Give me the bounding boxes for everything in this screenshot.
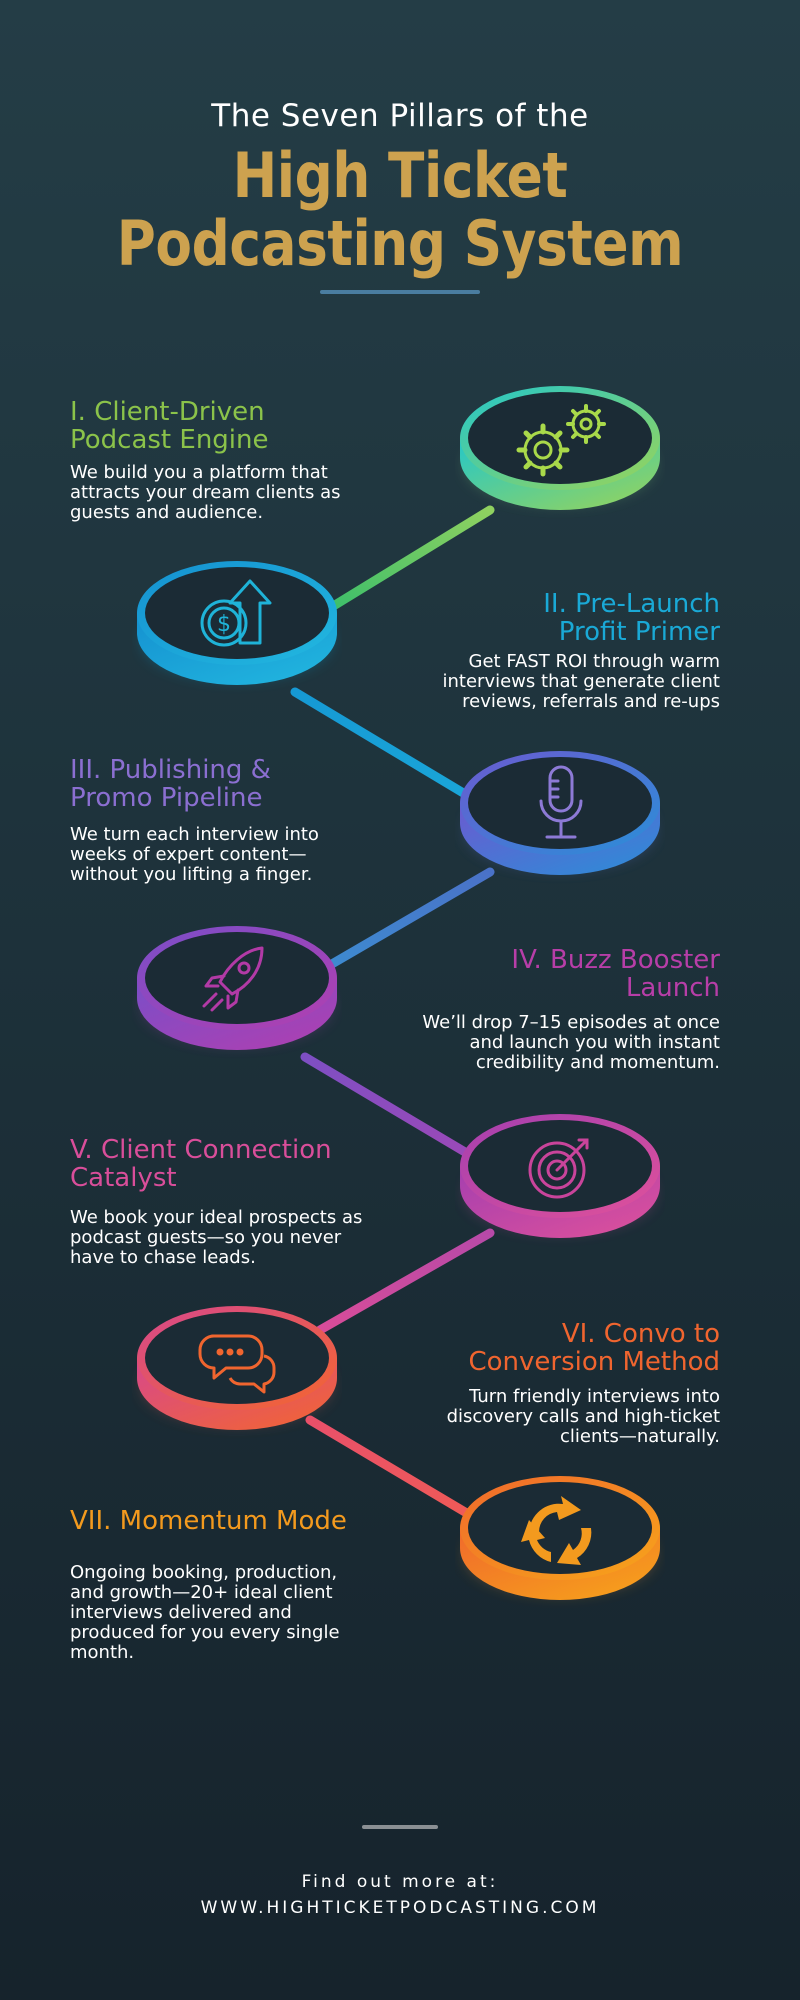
header-pretitle: The Seven Pillars of the xyxy=(211,98,589,134)
footer-cta: Find out more at: xyxy=(301,1872,499,1892)
pillar-6-disc xyxy=(137,1306,337,1430)
header-underline xyxy=(320,290,480,294)
pillar-2-description: Get FAST ROI through warm interviews tha… xyxy=(442,651,720,712)
pillar-2-disc: $ xyxy=(137,561,337,685)
rocket-icon xyxy=(202,946,264,1012)
connector-1-2 xyxy=(330,505,495,610)
microphone-icon xyxy=(539,765,583,839)
pillar-1-description: We build you a platform that attracts yo… xyxy=(70,462,341,523)
svg-text:$: $ xyxy=(217,612,231,637)
chat-bubbles-icon xyxy=(198,1334,276,1394)
pillar-6-description: Turn friendly interviews into discovery … xyxy=(446,1386,720,1447)
connector-3-4 xyxy=(320,867,495,973)
pillar-3-description: We turn each interview into weeks of exp… xyxy=(70,824,319,885)
header-title: High Ticket Podcasting System xyxy=(56,142,744,278)
pillar-5-title: V. Client Connection Catalyst xyxy=(70,1135,332,1193)
pillar-7-disc xyxy=(460,1476,660,1600)
pillar-4-disc xyxy=(137,926,337,1050)
pillar-1-title: I. Client-Driven Podcast Engine xyxy=(70,397,269,455)
pillar-5-disc xyxy=(460,1114,660,1238)
pillar-3-disc xyxy=(460,751,660,875)
connector-5-6 xyxy=(315,1228,495,1335)
gears-icon xyxy=(516,404,606,477)
connector-2-3 xyxy=(290,687,475,802)
refresh-cycle-icon xyxy=(521,1496,592,1565)
pillar-5-description: We book your ideal prospects as podcast … xyxy=(70,1207,363,1268)
header-title-line2: Podcasting System xyxy=(116,207,684,280)
pillar-1-disc xyxy=(460,386,660,510)
pillar-4-title: IV. Buzz Booster Launch xyxy=(511,945,720,1003)
dollar-growth-icon: $ xyxy=(200,579,272,647)
header-title-line1: High Ticket xyxy=(232,139,568,212)
pillar-7-description: Ongoing booking, production, and growth—… xyxy=(70,1562,340,1663)
pillar-6-title: VI. Convo to Conversion Method xyxy=(468,1319,720,1377)
connector-6-7 xyxy=(305,1415,475,1520)
connector-4-5 xyxy=(300,1052,475,1160)
footer-divider xyxy=(362,1825,438,1829)
pillar-2-title: II. Pre-Launch Profit Primer xyxy=(543,589,720,647)
pillar-7-title: VII. Momentum Mode xyxy=(70,1506,347,1536)
footer-url-link[interactable]: WWW.HIGHTICKETPODCASTING.COM xyxy=(200,1898,600,1918)
target-icon xyxy=(528,1138,589,1199)
pillar-3-title: III. Publishing & Promo Pipeline xyxy=(70,755,271,813)
pillar-4-description: We’ll drop 7–15 episodes at once and lau… xyxy=(422,1012,720,1073)
